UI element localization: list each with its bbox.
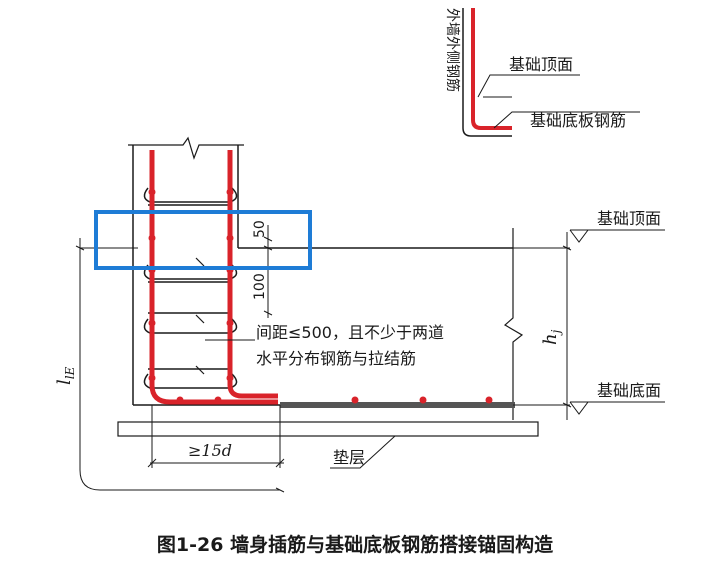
main-section: 50 100 间距≤500，且不少于两道 水平分布钢筋与拉结筋 hj 基础顶面 … (54, 136, 665, 493)
cushion-layer (117, 421, 539, 437)
horizontal-bar (143, 187, 238, 203)
base-plate-rebar (280, 402, 515, 408)
tie-mark (195, 257, 205, 267)
dim-tick (263, 310, 273, 316)
foundation-bottom-label: 基础底面 (597, 381, 661, 400)
elev-triangle (569, 401, 589, 415)
horizontal-bar (143, 318, 238, 334)
foundation-right-break (503, 228, 524, 420)
spacing-note-line1: 间距≤500，且不少于两道 (256, 323, 444, 342)
inset-wall-rebar (471, 8, 512, 130)
dim-50-label: 50 (252, 220, 268, 238)
wall-rebar-left (149, 150, 278, 405)
bar-dot (419, 396, 427, 404)
inset-concrete-outline (462, 8, 512, 137)
spacing-note-line2: 水平分布钢筋与拉结筋 (256, 349, 416, 368)
dim-tick (263, 236, 273, 242)
tie-mark (195, 365, 205, 375)
bar-dot (226, 374, 234, 382)
bar-dot (148, 319, 156, 327)
dim-le (75, 238, 285, 493)
wall-bar-dots (148, 188, 234, 382)
dim-15d (147, 405, 285, 468)
foundation-top-label: 基础顶面 (597, 209, 661, 228)
bar-dot (226, 319, 234, 327)
dim-15d-label: ≥15d (188, 441, 232, 460)
horizontal-bar (143, 373, 238, 389)
dim-tick (275, 458, 285, 468)
figure-caption: 图1-26 墙身插筋与基础底板钢筋搭接锚固构造 (157, 533, 554, 556)
bar-dot (148, 188, 156, 196)
dim-tick (147, 458, 157, 468)
elev-top (569, 229, 665, 243)
le-main: l (54, 379, 75, 385)
bar-dot (351, 396, 359, 404)
wall-rebar-right (227, 150, 278, 399)
inset-plate-label: 基础底板钢筋 (530, 111, 626, 130)
dim-tick (263, 245, 273, 251)
le-sub: lE (63, 366, 77, 379)
bar-dot (148, 374, 156, 382)
bar-dot (226, 188, 234, 196)
cushion-leader (330, 435, 396, 469)
elev-triangle (569, 229, 589, 243)
horizontal-bar (143, 264, 238, 280)
hj-main: h (540, 333, 561, 345)
hj-sub: j (549, 329, 563, 336)
dim-50-100 (263, 225, 273, 318)
tie-mark (195, 314, 205, 324)
wall-break-symbol (128, 136, 244, 160)
inset-plate-leader (493, 111, 640, 129)
tie-marks (195, 257, 205, 375)
elev-bottom (569, 401, 665, 415)
dim-curve (79, 469, 280, 491)
bar-dot (485, 396, 493, 404)
dim-100-label: 100 (252, 273, 268, 300)
inset-wall-rebar-label: 外墙外侧钢筋 (444, 8, 461, 92)
inset-top-leader (477, 74, 580, 98)
le-label: llE (54, 366, 77, 385)
bar-dot (148, 234, 156, 242)
inset-top-label: 基础顶面 (509, 55, 573, 74)
inset-detail: 外墙外侧钢筋 基础顶面 基础底板钢筋 (444, 8, 640, 137)
dim-tick (275, 487, 285, 493)
horizontal-bars (143, 187, 238, 389)
cushion-label: 垫层 (333, 448, 365, 467)
dim-hj (513, 232, 572, 420)
highlight-box (94, 210, 312, 270)
bar-dot (226, 234, 234, 242)
hj-label: hj (540, 329, 563, 345)
